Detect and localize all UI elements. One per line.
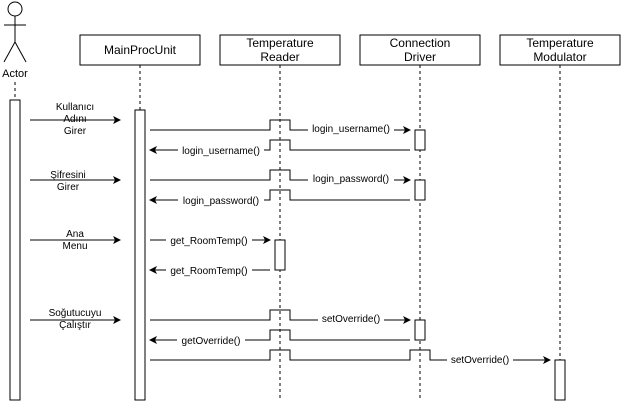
actor-msg-menu-line1: Ana <box>66 229 84 240</box>
msg-label-bg <box>308 121 394 134</box>
participant-modulator-box <box>499 34 621 66</box>
participant-main-label: MainProcUnit <box>104 43 177 57</box>
participant-reader: Temperature Reader <box>219 34 341 66</box>
msg-label-bg <box>166 263 252 276</box>
participant-modulator-label-line2: Modulator <box>533 50 586 64</box>
actor-msg-password-line1: Şifresini <box>50 170 86 181</box>
msg-login-username-return-label: login_username() <box>182 146 260 157</box>
participant-driver: Connection Driver <box>359 34 481 66</box>
msg-label-bg <box>178 143 264 156</box>
actor-message-labels: Kullanıcı Adını Girer Şifresini Girer An… <box>49 102 102 331</box>
message-labels: login_username() login_username() login_… <box>166 121 513 366</box>
msg-label-bg <box>318 311 384 324</box>
participant-reader-label-line1: Temperature <box>246 36 314 50</box>
actor-left-leg <box>3 41 16 63</box>
actor-activation <box>9 99 21 401</box>
msg-getoverride-return-label: getOverride() <box>182 336 241 347</box>
activations <box>9 99 566 401</box>
msg-login-password-call-label: login_password() <box>313 174 389 185</box>
driver-activation-password <box>414 179 426 201</box>
msg-get-roomtemp-call-label: get_RoomTemp() <box>170 236 247 247</box>
msg-label-bg <box>166 233 252 246</box>
msg-setoverride-modulator-label: setOverride() <box>451 355 509 366</box>
participant-driver-label-line2: Driver <box>404 50 436 64</box>
actor-head <box>7 1 23 17</box>
actor-arrows <box>30 116 121 324</box>
msg-login-password-return-label: login_password() <box>183 196 259 207</box>
actor-msg-cooler-line1: Soğutucuyu <box>49 308 102 319</box>
msg-label-bg <box>178 193 264 206</box>
modulator-activation <box>554 359 566 401</box>
actor-msg-menu-line2: Menu <box>62 241 87 252</box>
msg-label-bg <box>447 353 513 366</box>
actor-msg-cooler-line2: Çalıştır <box>59 320 91 331</box>
main-activation <box>134 109 146 401</box>
msg-setoverride-call-label: setOverride() <box>322 314 380 325</box>
msg-login-username-call-label: login_username() <box>312 124 390 135</box>
actor-right-leg <box>14 41 27 63</box>
participant-modulator: Temperature Modulator <box>499 34 621 66</box>
msg-label-bg <box>177 334 245 347</box>
actor-figure <box>3 1 27 63</box>
msg-get-roomtemp-return-label: get_RoomTemp() <box>170 266 247 277</box>
msg-getoverride-return-arrow <box>149 329 410 344</box>
msg-setoverride-call-arrow <box>150 309 411 324</box>
msg-label-bg <box>308 171 394 184</box>
participant-modulator-label-line1: Temperature <box>526 36 594 50</box>
participant-main: MainProcUnit <box>79 34 201 66</box>
actor-msg-username-line2: Adını <box>63 114 86 125</box>
driver-activation-override <box>414 319 426 341</box>
msg-setoverride-modulator-arrow <box>150 349 551 364</box>
actor-msg-username-line3: Girer <box>64 126 87 137</box>
participant-reader-box <box>219 34 341 66</box>
participant-main-box <box>79 34 201 66</box>
actor-msg-username-line1: Kullanıcı <box>56 102 94 113</box>
actor-msg-password-line2: Girer <box>57 182 80 193</box>
driver-activation-username <box>414 129 426 151</box>
actor-label: Actor <box>2 68 28 80</box>
participant-driver-label-line1: Connection <box>390 36 451 50</box>
participant-driver-box <box>359 34 481 66</box>
participant-reader-label-line2: Reader <box>260 50 299 64</box>
reader-activation-roomtemp <box>274 239 286 271</box>
